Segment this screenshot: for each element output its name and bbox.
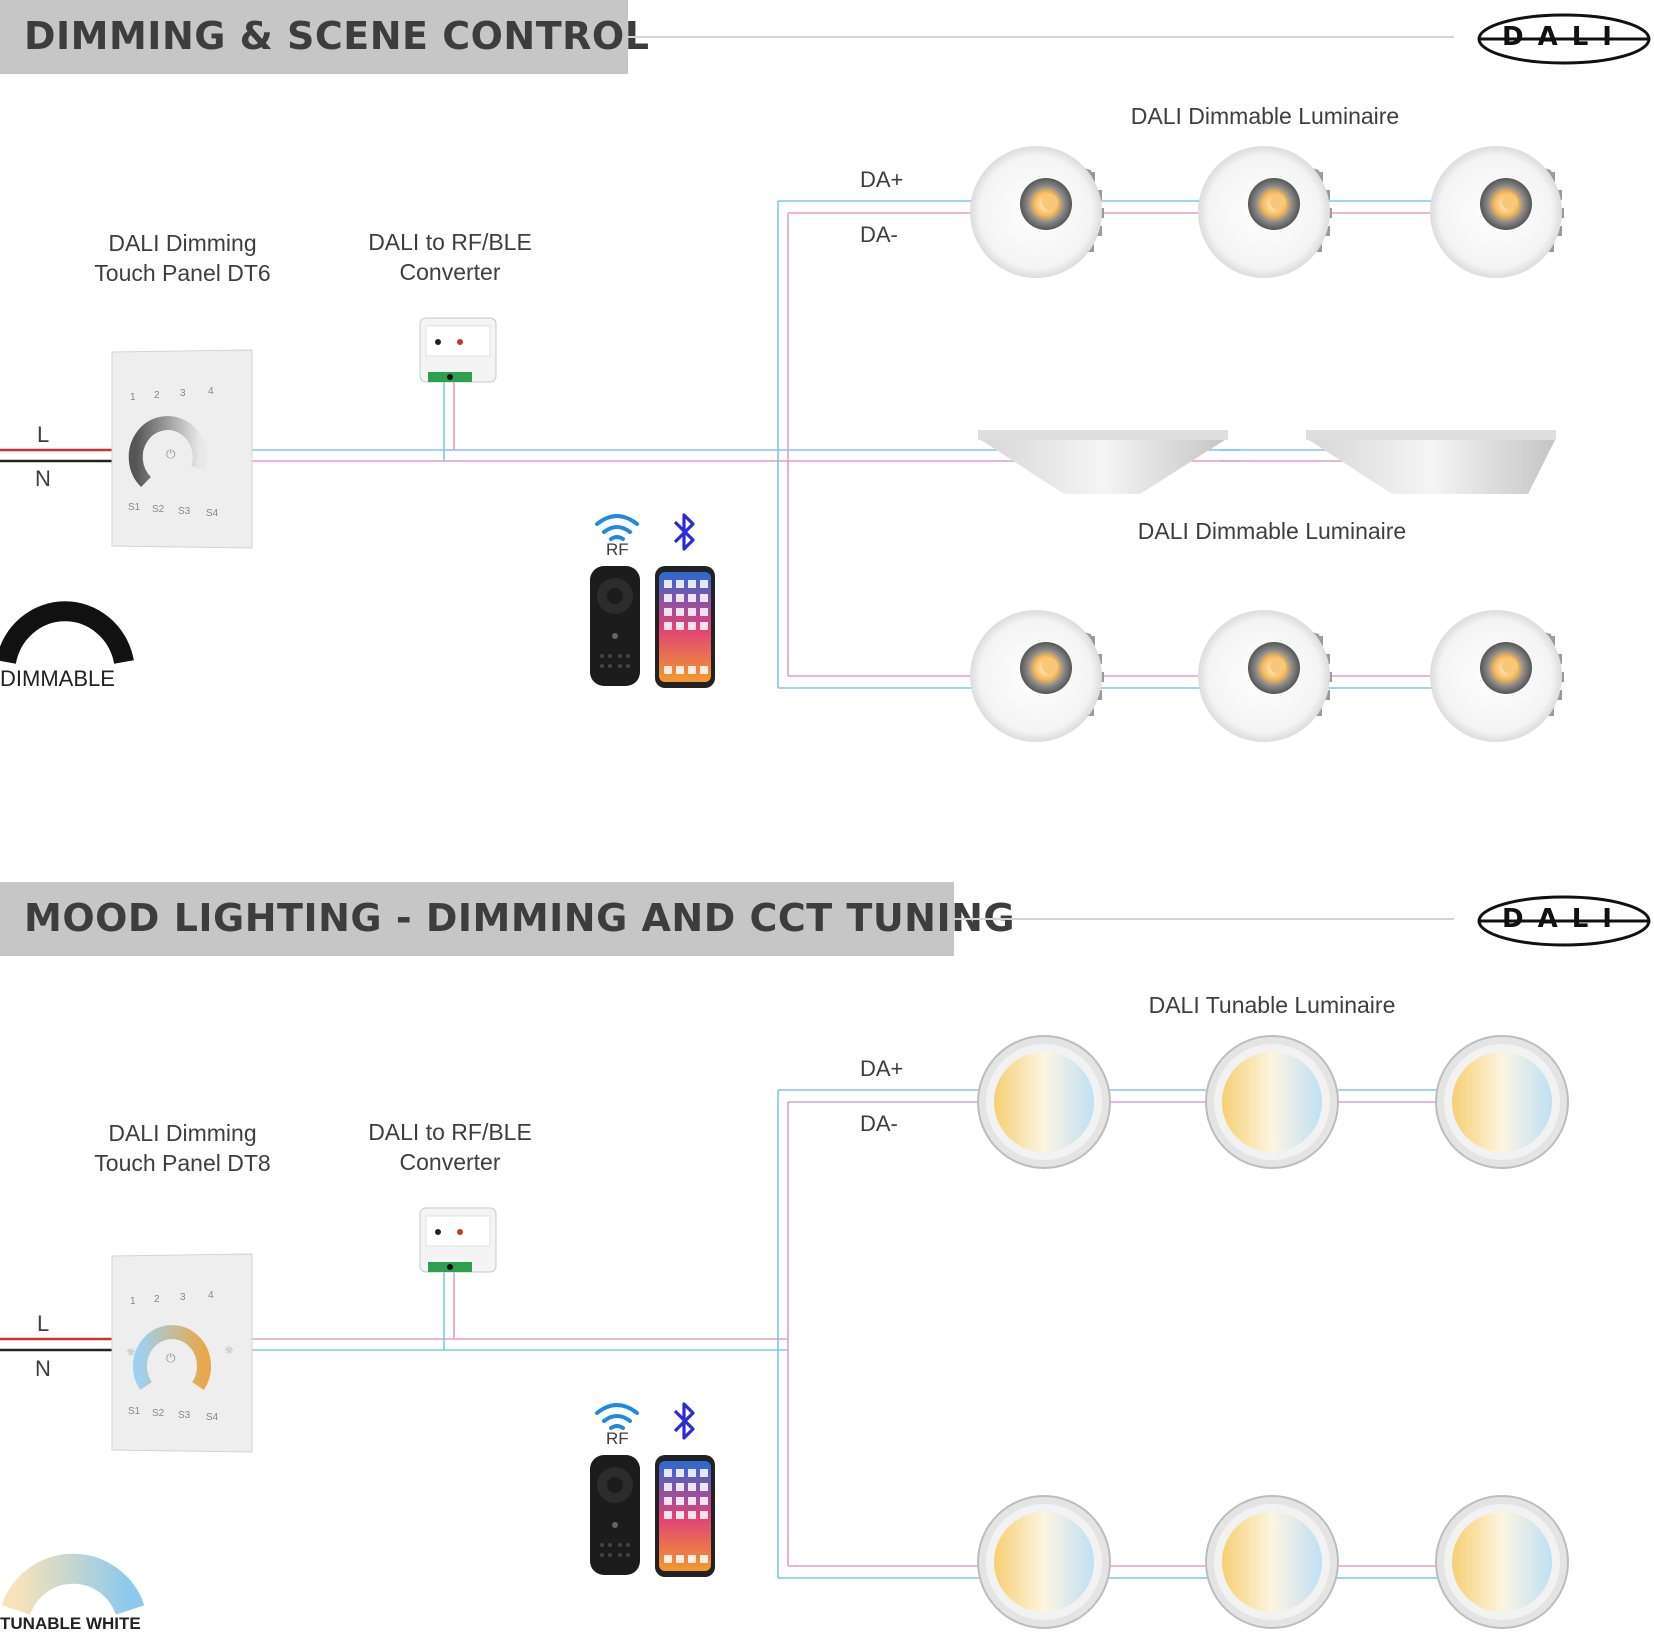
svg-text:4: 4 <box>208 386 214 397</box>
dali-logo-text: DALI <box>1502 904 1626 934</box>
converter-2 <box>419 1207 497 1273</box>
section1-header-rule <box>628 36 1454 38</box>
svg-text:3: 3 <box>180 388 186 399</box>
section1-converter-label-line1: DALI to RF/BLE <box>368 229 532 255</box>
panel-luminaire-1 <box>978 430 1228 494</box>
section1-da-minus: DA- <box>860 222 898 247</box>
downlight-5 <box>1198 610 1332 742</box>
section2-badge: TUNABLE WHITE <box>0 1614 141 1633</box>
section2-converter-label-line2: Converter <box>399 1149 501 1175</box>
svg-text:⏻: ⏻ <box>166 1351 176 1365</box>
remote-control-2 <box>590 1455 640 1575</box>
svg-text:☼: ☼ <box>224 1344 234 1357</box>
svg-text:S1: S1 <box>128 502 141 513</box>
section2-panel-label-line2: Touch Panel DT8 <box>94 1150 271 1176</box>
bluetooth-icon-1 <box>673 513 695 551</box>
touch-panel-dt8: 1 2 3 4 S1 S2 S3 S4 ⏻ ☼ ☼ <box>111 1253 253 1453</box>
svg-text:S1: S1 <box>128 1406 141 1417</box>
svg-text:2: 2 <box>154 390 160 401</box>
section1-neutral: N <box>35 466 51 491</box>
rf-icon-2 <box>595 1403 639 1430</box>
dali-logo-ellipse <box>1477 13 1651 65</box>
section2-rf-label: RF <box>606 1429 629 1448</box>
downlight-1 <box>970 146 1104 278</box>
downlight-2 <box>1198 146 1332 278</box>
section2-luminaire-label-top: DALI Tunable Luminaire <box>1148 992 1396 1018</box>
dali-logo-text: DALI <box>1502 22 1626 52</box>
svg-text:2: 2 <box>154 1294 160 1305</box>
section2-live: L <box>37 1311 50 1336</box>
downlight-6 <box>1430 610 1564 742</box>
panel-luminaire-2 <box>1306 430 1556 494</box>
section1-luminaire-label-mid: DALI Dimmable Luminaire <box>1137 518 1407 544</box>
svg-text:3: 3 <box>180 1292 186 1303</box>
smartphone-2 <box>655 1455 715 1577</box>
tunable-luminaire-3 <box>1435 1035 1569 1169</box>
downlight-4 <box>970 610 1104 742</box>
svg-text:☼: ☼ <box>126 1346 136 1359</box>
section1-wires <box>0 200 1540 689</box>
section2-da-plus: DA+ <box>860 1056 904 1081</box>
dimmable-badge-icon <box>0 601 134 665</box>
bluetooth-icon-2 <box>673 1402 695 1440</box>
section1-rf-label: RF <box>606 540 629 559</box>
section1-da-plus: DA+ <box>860 167 904 192</box>
section2-da-minus: DA- <box>860 1111 898 1136</box>
section1-luminaire-label-top: DALI Dimmable Luminaire <box>1130 103 1400 129</box>
section1-converter-label-line2: Converter <box>399 259 501 285</box>
tunable-luminaire-6 <box>1435 1495 1569 1629</box>
downlight-3 <box>1430 146 1564 278</box>
section2-wires <box>0 1089 1540 1579</box>
svg-text:S2: S2 <box>152 504 165 515</box>
tunable-luminaire-5 <box>1205 1495 1339 1629</box>
tunable-luminaire-4 <box>977 1495 1111 1629</box>
dali-logo-2: DALI <box>1476 894 1652 948</box>
dali-logo-ellipse <box>1477 895 1651 947</box>
section1-title: DIMMING & SCENE CONTROL <box>24 14 650 58</box>
svg-text:1: 1 <box>130 1296 136 1307</box>
section1-panel-label-line1: DALI Dimming <box>108 230 257 256</box>
dali-logo-1: DALI <box>1476 12 1652 66</box>
svg-text:⏻: ⏻ <box>166 447 176 461</box>
section2-converter-label-line1: DALI to RF/BLE <box>368 1119 532 1145</box>
svg-text:S3: S3 <box>178 1410 191 1421</box>
section2-neutral: N <box>35 1356 51 1381</box>
svg-text:1: 1 <box>130 392 136 403</box>
converter-1 <box>419 317 497 383</box>
section2-header-band <box>0 882 954 956</box>
section2-header-rule <box>954 918 1454 920</box>
section1-header-band <box>0 0 628 74</box>
section2-title: MOOD LIGHTING - DIMMING AND CCT TUNING <box>24 896 1016 940</box>
section2-panel-label-line1: DALI Dimming <box>108 1120 257 1146</box>
section1-badge: DIMMABLE <box>0 666 115 691</box>
touch-panel-dt6: 1 2 3 4 S1 S2 S3 S4 ⏻ <box>111 349 253 549</box>
tunable-white-badge-icon <box>1 1553 145 1616</box>
section1-live: L <box>37 422 50 447</box>
svg-text:4: 4 <box>208 1290 214 1301</box>
tunable-luminaire-1 <box>977 1035 1111 1169</box>
remote-control-1 <box>590 566 640 686</box>
svg-text:S3: S3 <box>178 506 191 517</box>
tunable-luminaire-2 <box>1205 1035 1339 1169</box>
svg-text:S4: S4 <box>206 508 219 519</box>
smartphone-1 <box>655 566 715 688</box>
rf-icon-1 <box>595 514 639 541</box>
svg-text:S4: S4 <box>206 1412 219 1423</box>
svg-text:S2: S2 <box>152 1408 165 1419</box>
section1-panel-label-line2: Touch Panel DT6 <box>94 260 271 286</box>
